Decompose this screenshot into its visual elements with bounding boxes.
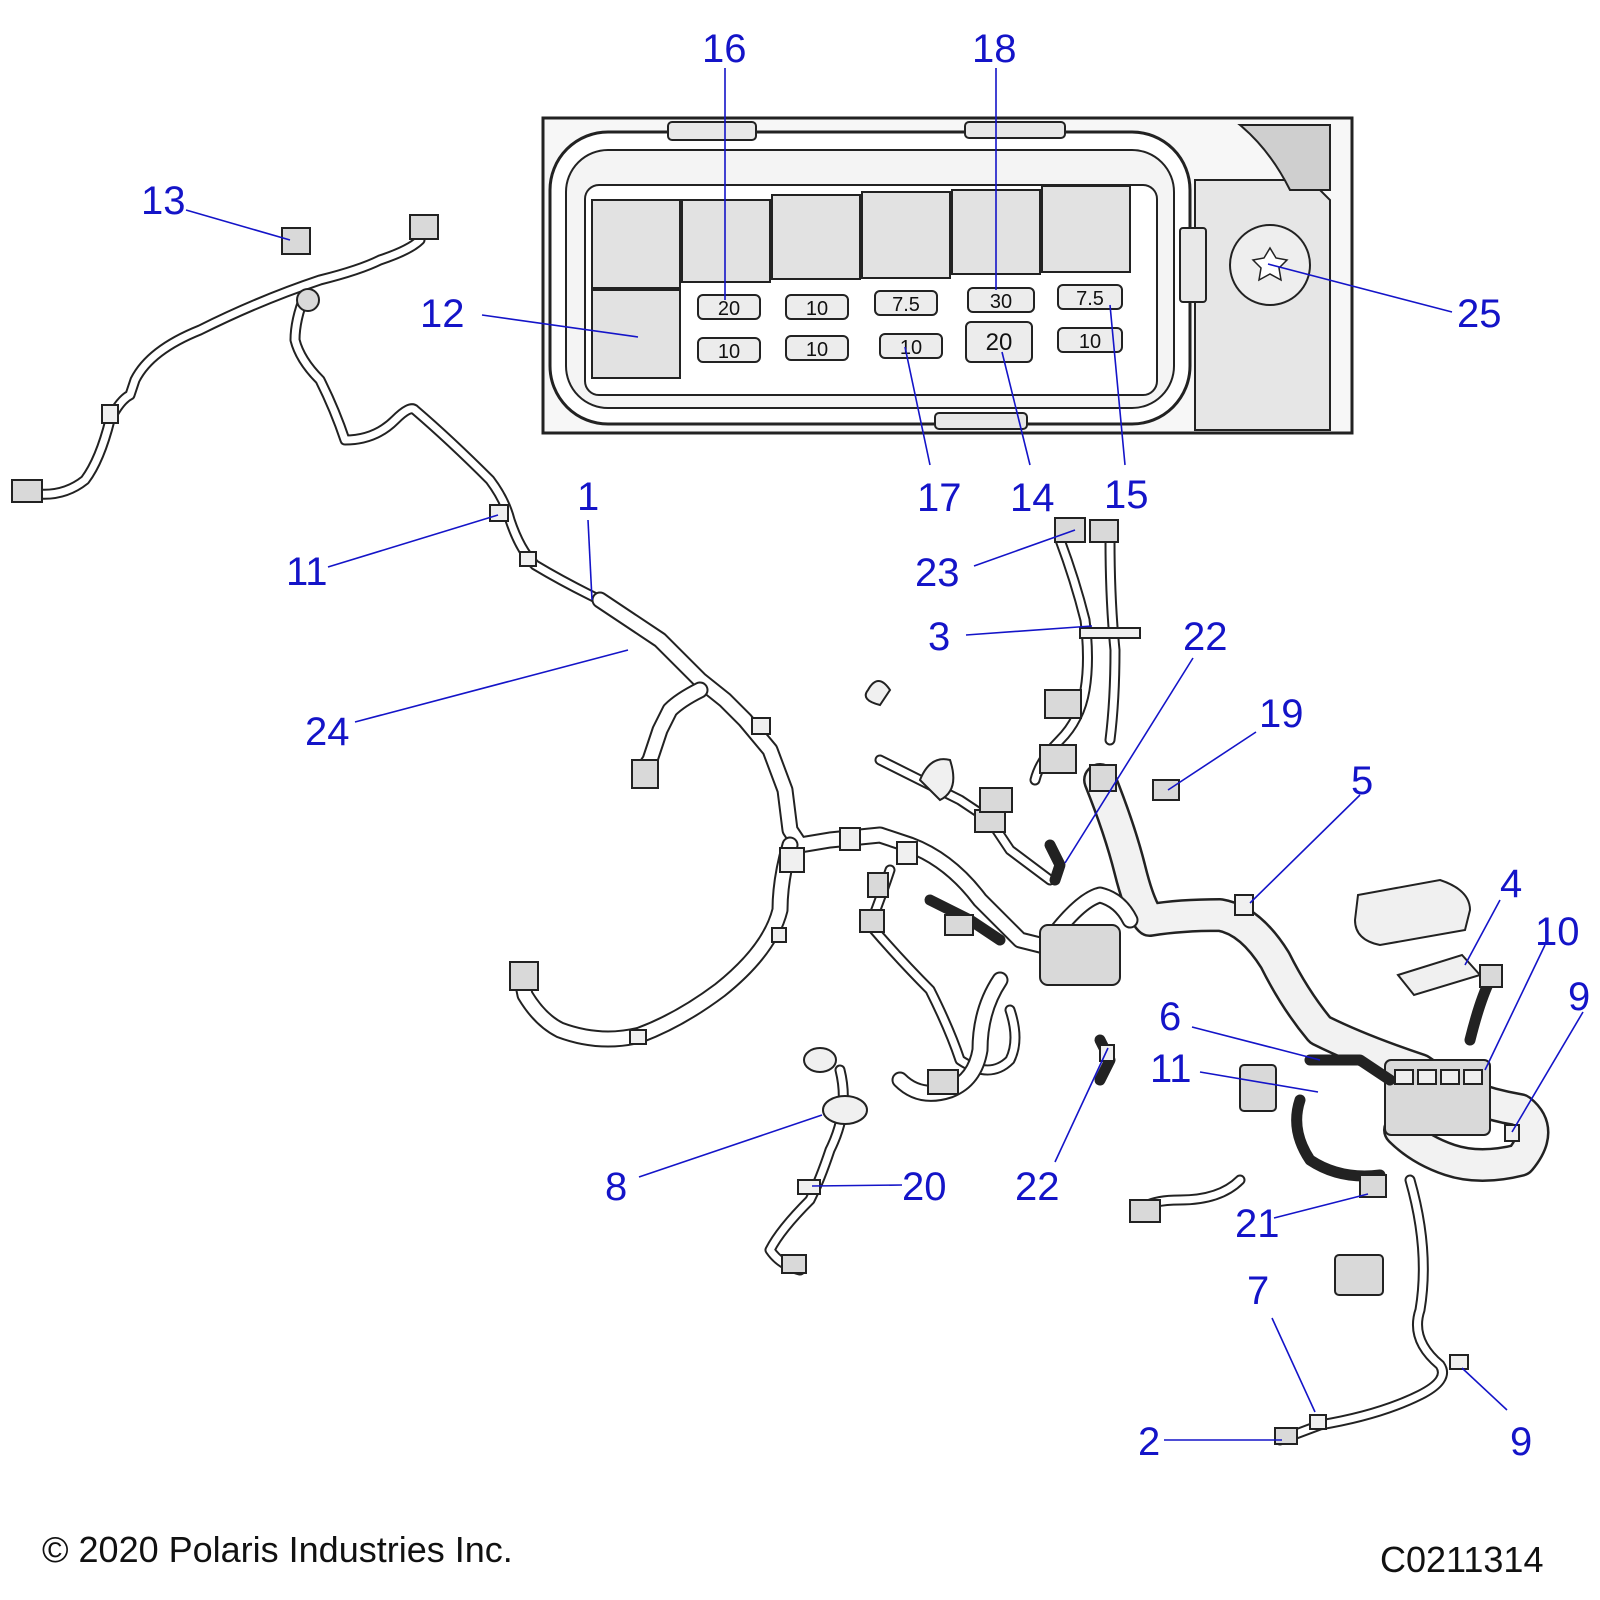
callout-18: 18 (972, 27, 1017, 71)
callout-12: 12 (420, 292, 465, 336)
callout-24: 24 (305, 710, 350, 754)
relay-1 (591, 199, 681, 289)
callout-22-lower: 22 (1015, 1165, 1060, 1209)
callout-6: 6 (1159, 995, 1181, 1039)
fuse-17-rating: 10 (900, 337, 922, 359)
fuse-18-rating: 30 (990, 291, 1012, 313)
fuse-bottom-1: 10 (697, 337, 761, 363)
fuse-top-3-rating: 7.5 (892, 294, 920, 316)
relay-6 (1041, 185, 1131, 273)
connector-cluster-2 (1039, 744, 1077, 774)
connector-center (974, 809, 1006, 833)
fuse-bottom-1-rating: 10 (718, 341, 740, 363)
connector-lower-center (781, 1254, 807, 1274)
relay-12 (591, 289, 681, 379)
callout-17: 17 (917, 476, 962, 520)
connector-23a (1054, 517, 1086, 543)
callout-19: 19 (1259, 692, 1304, 736)
callout-9-upper: 9 (1568, 975, 1590, 1019)
callout-23: 23 (915, 551, 960, 595)
connector-lower-right (1129, 1199, 1161, 1223)
callout-5: 5 (1351, 759, 1373, 803)
drawing-code: C0211314 (1380, 1539, 1543, 1580)
fuse-bottom-2-rating: 10 (806, 339, 828, 361)
lower-center-branch (764, 1047, 959, 1276)
relay-4 (861, 191, 951, 279)
clip-11-upper (489, 504, 509, 522)
relay-2 (681, 199, 771, 283)
callout-2: 2 (1138, 1420, 1160, 1464)
connector-cluster-1 (1044, 689, 1082, 719)
fuse-15-top: 7.5 (1057, 284, 1123, 310)
fuse-15: 10 (1057, 327, 1123, 353)
callout-1: 1 (577, 475, 599, 519)
copyright-text: © 2020 Polaris Industries Inc. (42, 1529, 513, 1570)
tie-8 (822, 1095, 868, 1125)
fuse-bottom-2: 10 (785, 335, 849, 361)
grommet (296, 288, 320, 312)
callout-14: 14 (1010, 476, 1055, 520)
callout-7: 7 (1247, 1269, 1269, 1313)
connector-left-2 (509, 961, 539, 991)
fuse-14: 20 (965, 321, 1033, 363)
clip-21 (1359, 1174, 1387, 1198)
relay-3 (771, 194, 861, 280)
clip-5 (1234, 894, 1254, 916)
callout-labels: 16 18 13 12 25 17 14 15 1 11 23 3 22 19 … (141, 27, 1590, 1464)
main-harness-left (509, 591, 1069, 1076)
main-connector-block (1039, 924, 1121, 986)
clip-9-upper (1504, 1124, 1520, 1142)
connector-10 (1479, 964, 1503, 988)
callout-22-upper: 22 (1183, 615, 1228, 659)
callout-11-lower: 11 (1150, 1047, 1192, 1091)
tie-22-lower (1099, 1044, 1115, 1062)
fuse-15-top-rating: 7.5 (1076, 288, 1104, 310)
callout-16: 16 (702, 27, 747, 71)
connector-left-1 (631, 759, 659, 789)
fuse-15-rating: 10 (1079, 331, 1101, 353)
right-harness-assembly (1129, 878, 1520, 1446)
callout-13: 13 (141, 179, 186, 223)
connector-upper-left (11, 479, 43, 503)
callout-10: 10 (1535, 910, 1580, 954)
callout-8: 8 (605, 1165, 627, 1209)
callout-11-upper: 11 (286, 550, 328, 594)
loose-clip (864, 680, 892, 707)
callout-3: 3 (928, 615, 950, 659)
connector-23b (1089, 519, 1119, 543)
upper-left-harness (11, 214, 626, 616)
connector-upper-right (409, 214, 439, 240)
callout-4: 4 (1500, 862, 1522, 906)
fuse-box-inset: 20 10 7.5 30 7.5 10 10 10 (541, 116, 1354, 435)
fuse-18: 30 (967, 287, 1035, 313)
clip-19 (1152, 779, 1180, 801)
connector-6 (1239, 1064, 1277, 1112)
connector-2 (1274, 1427, 1298, 1445)
callout-21: 21 (1235, 1202, 1280, 1246)
fuse-top-2: 10 (785, 294, 849, 320)
fuse-16: 20 (697, 294, 761, 320)
main-trunk (891, 517, 1550, 1182)
fuse-box-cover-4 (1353, 878, 1472, 947)
fuse-top-2-rating: 10 (806, 298, 828, 320)
fuse-14-rating: 20 (986, 329, 1013, 356)
fuse-17: 10 (879, 333, 943, 359)
callout-9-lower: 9 (1510, 1420, 1532, 1464)
clip-20 (797, 1179, 821, 1195)
callout-25: 25 (1457, 292, 1502, 336)
callout-15: 15 (1104, 473, 1149, 517)
connector-block-lower (1334, 1254, 1384, 1296)
switch-13 (281, 227, 311, 255)
clip-9-lower (1449, 1354, 1469, 1370)
fuse-16-rating: 20 (718, 298, 740, 320)
callout-20: 20 (902, 1165, 947, 1209)
clip-7 (1309, 1414, 1327, 1430)
leader-lines (185, 68, 1584, 1441)
tie-3 (1079, 627, 1141, 639)
fuse-top-3: 7.5 (874, 290, 938, 316)
